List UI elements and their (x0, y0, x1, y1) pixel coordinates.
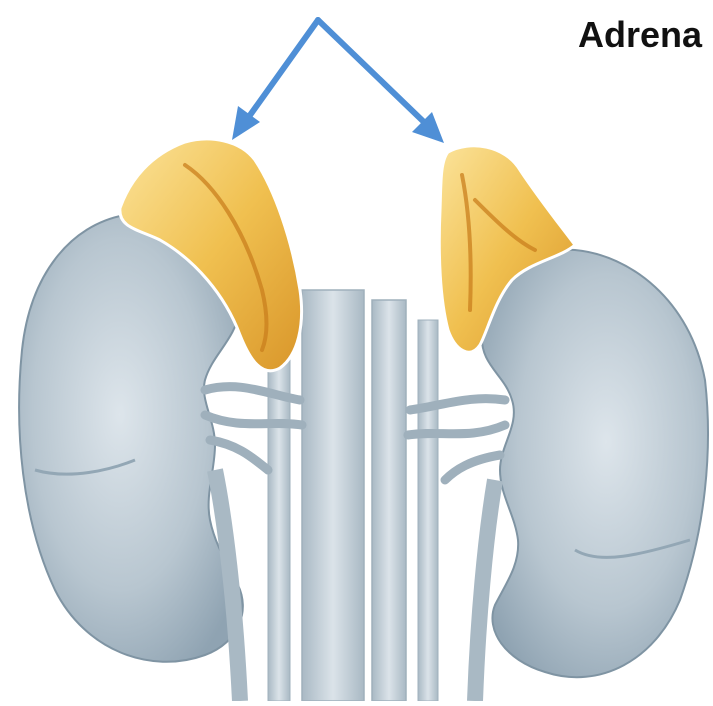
left-arrow-shaft (248, 20, 318, 118)
right-ureter (475, 480, 495, 701)
right-vessel-strip (418, 320, 438, 701)
right-arrow-shaft (318, 20, 426, 124)
left-vessel-strip (268, 330, 290, 701)
aorta (302, 290, 364, 701)
pointer-arrows (232, 20, 444, 143)
adrenal-label: Adrena (578, 14, 702, 56)
vena-cava (372, 300, 406, 701)
right-kidney-body (482, 250, 708, 677)
